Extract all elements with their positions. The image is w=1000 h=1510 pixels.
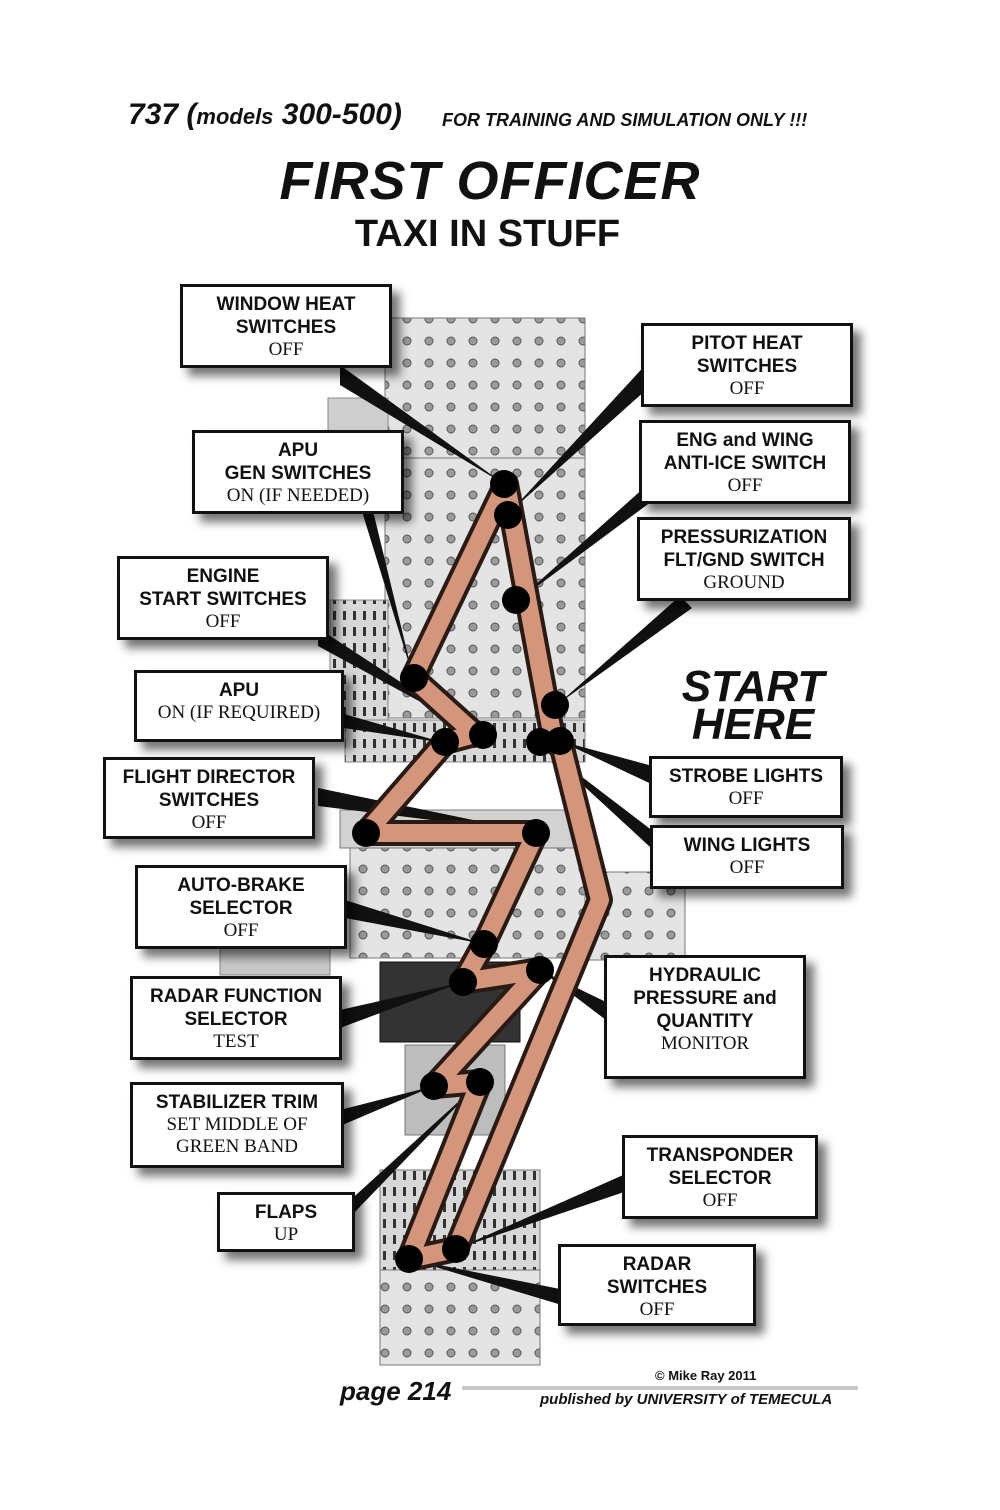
callout-radar-switches: RADAR SWITCHES OFF	[558, 1244, 756, 1326]
callout-action: OFF	[223, 920, 259, 941]
page-title: FIRST OFFICER	[279, 151, 701, 211]
callout-action: GROUND	[703, 572, 785, 593]
callout-action: OFF	[728, 788, 764, 809]
flow-path	[353, 471, 613, 1272]
callout-name: RADAR FUNCTION SELECTOR	[149, 986, 323, 1030]
callout-apu-gen: APU GEN SWITCHES ON (IF NEEDED)	[192, 430, 404, 514]
callout-name: FLIGHT DIRECTOR SWITCHES	[122, 767, 296, 811]
callout-action: OFF	[639, 1299, 675, 1320]
lower-panel-left	[219, 944, 331, 976]
page-number: page 214	[340, 1376, 452, 1406]
model-prefix: 737 (	[128, 98, 197, 131]
callout-action: MONITOR	[660, 1033, 750, 1054]
callout-stabilizer-trim: STABILIZER TRIM SET MIDDLE OF GREEN BAND	[130, 1082, 344, 1168]
callout-action: OFF	[268, 339, 304, 360]
callout-action: OFF	[702, 1190, 738, 1211]
callout-action: OFF	[729, 857, 765, 878]
callout-name: WING LIGHTS	[683, 835, 811, 856]
callout-action: OFF	[727, 475, 763, 496]
callout-name: TRANSPONDER SELECTOR	[646, 1145, 794, 1189]
callout-radar-function: RADAR FUNCTION SELECTOR TEST	[130, 976, 342, 1060]
callout-action: OFF	[191, 812, 227, 833]
callout-pressurization: PRESSURIZATION FLT/GND SWITCH GROUND	[637, 517, 851, 601]
start-here-label: START HERE	[681, 662, 825, 749]
callout-name: PRESSURIZATION FLT/GND SWITCH	[660, 527, 828, 571]
training-note: FOR TRAINING AND SIMULATION ONLY !!!	[442, 110, 808, 130]
callout-name: APU GEN SWITCHES	[224, 440, 372, 484]
callout-action: TEST	[213, 1031, 259, 1052]
callout-name: ENG and WING ANTI-ICE SWITCH	[663, 430, 827, 474]
overhead-panel-top	[384, 317, 586, 459]
callout-name: WINDOW HEAT SWITCHES	[216, 294, 356, 338]
callout-name: AUTO-BRAKE SELECTOR	[177, 875, 305, 919]
callout-name: APU	[218, 680, 260, 701]
callout-auto-brake: AUTO-BRAKE SELECTOR OFF	[135, 865, 347, 949]
callout-flight-director: FLIGHT DIRECTOR SWITCHES OFF	[103, 757, 315, 839]
callout-flaps: FLAPS UP	[217, 1192, 355, 1252]
callout-action: ON (IF NEEDED)	[226, 485, 370, 506]
callout-action: SET MIDDLE OF GREEN BAND	[166, 1114, 308, 1157]
callout-name: ENGINE START SWITCHES	[139, 566, 307, 610]
callout-hydraulic: HYDRAULIC PRESSURE and QUANTITY MONITOR	[604, 955, 806, 1079]
callout-name: STROBE LIGHTS	[668, 766, 824, 787]
callout-transponder: TRANSPONDER SELECTOR OFF	[622, 1135, 818, 1219]
main-instrument-panel	[349, 847, 589, 959]
publisher-line: published by UNIVERSITY of TEMECULA	[540, 1391, 833, 1408]
model-heading: 737 (models 300-500)	[128, 98, 402, 132]
callout-action: OFF	[205, 611, 241, 632]
callout-strobe-lights: STROBE LIGHTS OFF	[649, 756, 843, 818]
model-label: models	[196, 104, 274, 129]
callout-eng-wing-anti-ice: ENG and WING ANTI-ICE SWITCH OFF	[639, 420, 851, 504]
callout-name: HYDRAULIC PRESSURE and QUANTITY	[633, 965, 777, 1032]
callout-wing-lights: WING LIGHTS OFF	[650, 825, 844, 889]
callout-name: STABILIZER TRIM	[155, 1092, 319, 1113]
callout-window-heat: WINDOW HEAT SWITCHES OFF	[180, 284, 392, 368]
callout-name: PITOT HEAT SWITCHES	[691, 333, 803, 377]
callout-engine-start: ENGINE START SWITCHES OFF	[117, 556, 329, 640]
copyright-notice: © Mike Ray 2011	[655, 1368, 757, 1383]
callout-name: FLAPS	[254, 1202, 318, 1223]
callout-action: ON (IF REQUIRED)	[157, 702, 321, 723]
footer-divider	[462, 1386, 858, 1390]
model-range: 300-500)	[273, 98, 402, 131]
page-subtitle: TAXI IN STUFF	[354, 213, 621, 255]
callout-pitot-heat: PITOT HEAT SWITCHES OFF	[641, 323, 853, 407]
callout-action: OFF	[729, 378, 765, 399]
callout-name: RADAR SWITCHES	[606, 1254, 708, 1298]
callout-apu: APU ON (IF REQUIRED)	[134, 670, 344, 742]
switch-markers	[352, 470, 574, 1273]
callout-action: UP	[273, 1224, 299, 1245]
